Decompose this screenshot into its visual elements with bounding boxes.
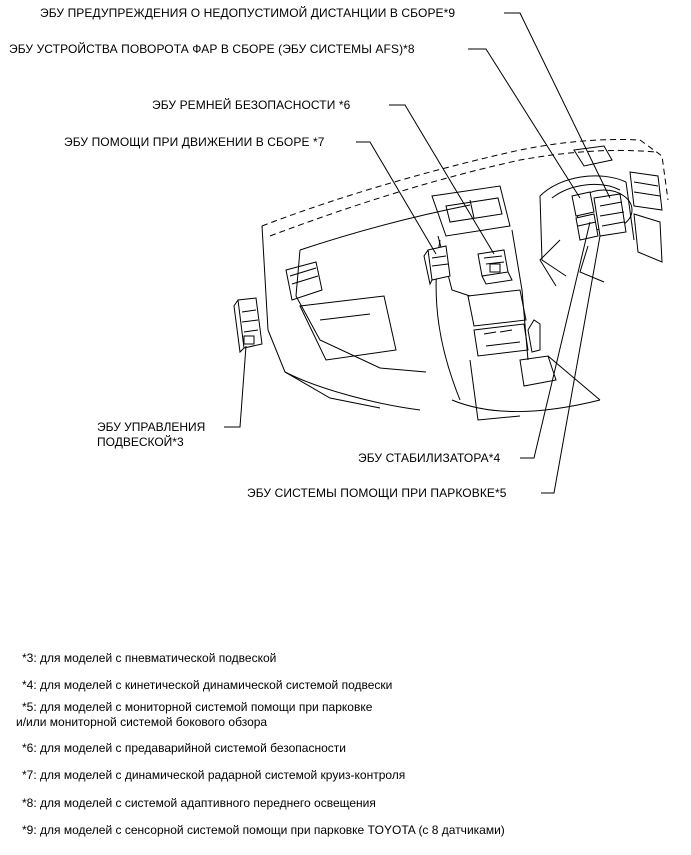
callout-ecu9: ЭБУ ПРЕДУПРЕЖДЕНИЯ О НЕДОПУСТИМОЙ ДИСТАН… bbox=[40, 6, 456, 20]
callout-ecu7: ЭБУ ПОМОЩИ ПРИ ДВИЖЕНИИ В СБОРЕ *7 bbox=[64, 135, 325, 149]
center-console bbox=[431, 185, 601, 421]
note-4: *4: для моделей с кинетической динамичес… bbox=[22, 678, 393, 692]
note-8: *8: для моделей с системой адаптивного п… bbox=[22, 796, 376, 810]
note-6: *6: для моделей с предаварийной системой… bbox=[22, 741, 346, 755]
callout-ecu5: ЭБУ СИСТЕМЫ ПОМОЩИ ПРИ ПАРКОВКЕ*5 bbox=[247, 486, 507, 500]
note-3: *3: для моделей с пневматической подвеск… bbox=[22, 651, 277, 665]
callout-ecu8: ЭБУ УСТРОЙСТВА ПОВОРОТА ФАР В СБОРЕ (ЭБУ… bbox=[9, 42, 415, 56]
afs-ecu-group bbox=[571, 191, 627, 241]
note-7: *7: для моделей с динамической радарной … bbox=[22, 768, 406, 782]
note-9: *9: для моделей с сенсорной системой пом… bbox=[22, 823, 505, 837]
callout-ecu3-line1: ЭБУ УПРАВЛЕНИЯ bbox=[97, 420, 206, 434]
note-5-line2: и/или мониторной системой бокового обзор… bbox=[16, 715, 268, 729]
windshield-outline bbox=[261, 138, 669, 237]
driving-support-ecu bbox=[423, 245, 451, 286]
seatbelt-ecu bbox=[477, 249, 513, 285]
callout-ecu4: ЭБУ СТАБИЛИЗАТОРА*4 bbox=[358, 451, 501, 465]
callout-ecu3-line2: ПОДВЕСКОЙ*3 bbox=[97, 435, 184, 449]
callout-ecu6: ЭБУ РЕМНЕЙ БЕЗОПАСНОСТИ *6 bbox=[152, 98, 351, 112]
leader-lines bbox=[224, 12, 611, 494]
dashboard-ecu-location-diagram bbox=[224, 12, 669, 494]
dashboard-body bbox=[261, 204, 471, 411]
instrument-cluster bbox=[539, 145, 663, 287]
suspension-ecu bbox=[233, 297, 263, 354]
note-5: *5: для моделей с мониторной системой по… bbox=[16, 700, 373, 730]
note-5-line1: *5: для моделей с мониторной системой по… bbox=[22, 700, 373, 714]
callout-ecu3: ЭБУ УПРАВЛЕНИЯ ПОДВЕСКОЙ*3 bbox=[97, 420, 205, 450]
